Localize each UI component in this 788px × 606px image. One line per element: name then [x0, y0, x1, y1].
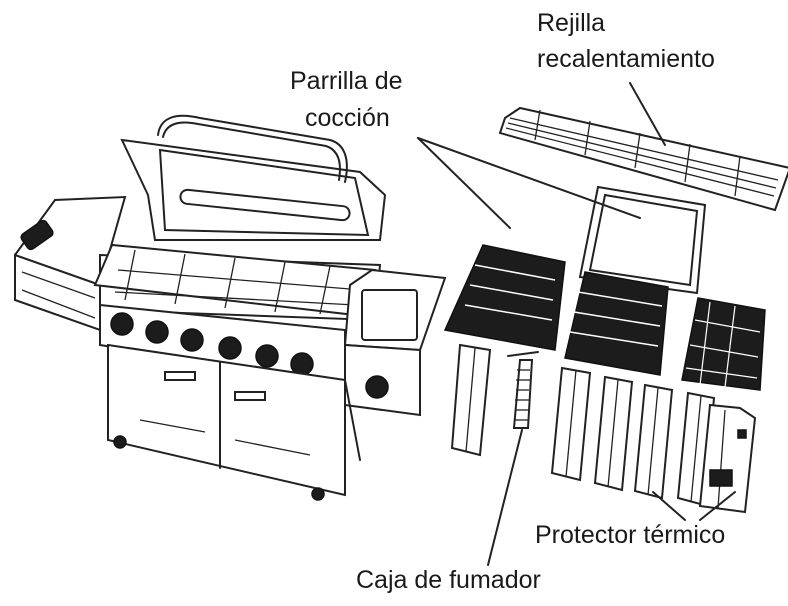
label-cooking-grate-line2: cocción [305, 104, 390, 132]
cooking-grate-middle [564, 271, 669, 376]
left-side-shelf [14, 195, 127, 332]
label-warming-rack-line2: recalentamiento [537, 45, 715, 73]
cooking-grate-right [681, 297, 766, 391]
label-heat-tent: Protector térmico [535, 521, 726, 549]
heat-tent-4 [633, 383, 674, 500]
leader-lines [417, 82, 736, 566]
heat-tent-2 [550, 366, 592, 482]
smoker-box [507, 351, 539, 429]
label-smoker-box: Caja de fumador [356, 566, 541, 594]
cooking-grate-left [443, 244, 566, 351]
heat-tent-6 [698, 403, 757, 514]
right-side-burner [343, 268, 447, 417]
control-panel [99, 303, 346, 387]
grill-firebox [93, 243, 382, 322]
heat-tent-1 [450, 343, 492, 457]
griddle-plate [578, 185, 707, 295]
heat-tent-3 [593, 375, 634, 492]
grill-illustration [14, 114, 447, 501]
grill-cabinet [107, 343, 361, 501]
label-warming-rack-line1: Rejilla [537, 9, 606, 37]
label-cooking-grate-line1: Parrilla de [290, 67, 403, 95]
grill-lid [120, 114, 387, 241]
warming-rack [498, 106, 788, 212]
